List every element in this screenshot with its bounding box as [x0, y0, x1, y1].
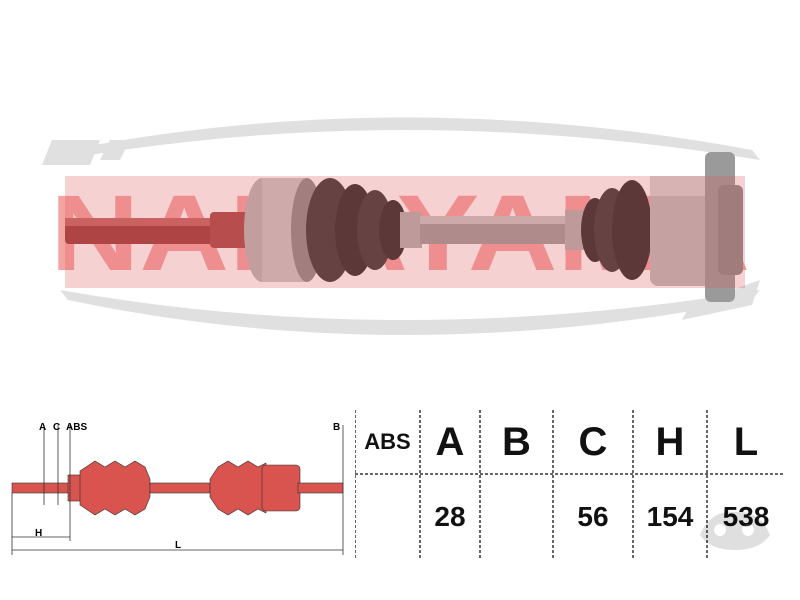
value-b [480, 474, 553, 560]
header-c: C [578, 419, 608, 464]
logo-swoosh-bottom [60, 290, 760, 335]
watermark-icon [700, 511, 770, 550]
product-photo: NAKAYAMA [42, 117, 760, 335]
spec-table: ABS A B C H L 28 56 154 538 [355, 410, 785, 560]
label-c: C [53, 422, 60, 433]
value-c: 56 [577, 501, 609, 532]
value-l: 538 [707, 474, 785, 560]
label-l: L [175, 540, 181, 551]
header-b: B [502, 419, 531, 464]
label-abs: ABS [66, 422, 87, 433]
label-b: B [333, 422, 340, 433]
value-h: 154 [646, 501, 694, 532]
header-a: A [435, 419, 465, 464]
diagram-shaft [11, 460, 344, 516]
drive-shaft-image [65, 152, 745, 302]
label-h: H [35, 528, 42, 539]
label-a: A [39, 422, 46, 433]
header-l: L [733, 419, 759, 464]
logo-swoosh-top [60, 117, 760, 160]
dimension-diagram: A C ABS B H L [11, 422, 344, 555]
header-h: H [655, 419, 685, 464]
table-grid [355, 410, 785, 560]
header-abs: ABS [364, 429, 411, 454]
value-abs [355, 474, 420, 560]
value-a: 28 [434, 501, 466, 532]
